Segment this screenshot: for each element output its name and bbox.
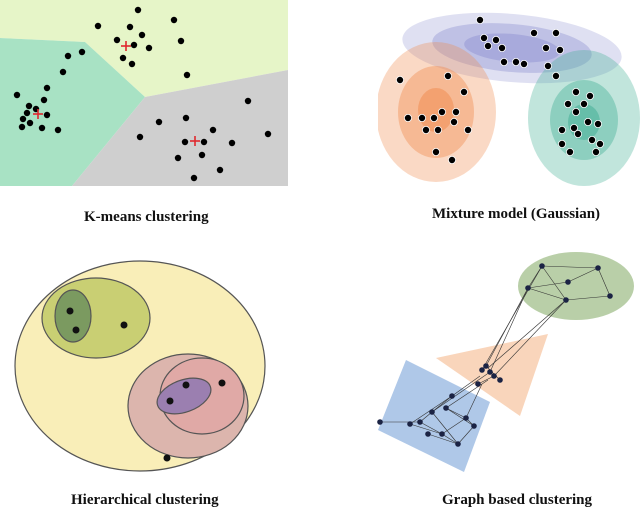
caption-graph: Graph based clustering [442,492,593,508]
hierarchy-green-inner [54,289,92,343]
gaussian-orange [378,42,496,182]
kmeans-region-right [72,70,288,186]
kmeans-points [13,6,272,182]
graph-panel [377,252,634,472]
kmeans-centroids [33,41,200,146]
gaussian-purple [402,12,622,84]
hierarchy-purple-inner [156,377,212,415]
caption-hierarchical: Hierarchical clustering [71,492,219,508]
caption-mixture: Mixture model (Gaussian) [432,206,601,222]
graph-edges [380,265,611,445]
mixture-points [395,15,604,164]
graph-group-green [518,252,634,320]
gaussian-teal [528,50,640,186]
graph-group-blue [378,360,490,472]
mixture-panel [378,12,640,186]
caption-kmeans: K-means clustering [84,209,209,225]
kmeans-region-top [0,0,288,97]
hierarchy-points [66,307,226,462]
kmeans-region-left [0,38,145,186]
hierarchical-panel [14,260,266,472]
kmeans-panel [0,0,288,186]
graph-nodes [377,263,613,447]
